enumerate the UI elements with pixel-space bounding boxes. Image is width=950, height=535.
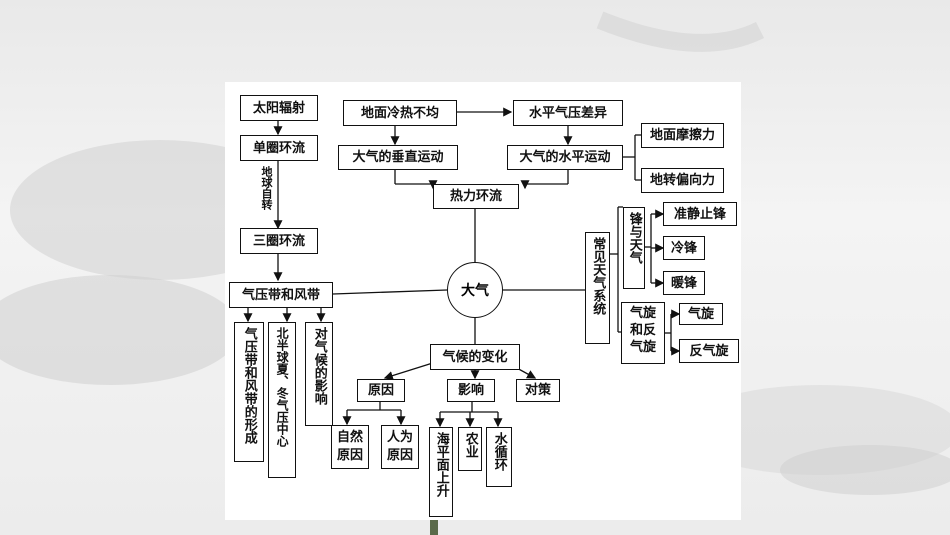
node-pressure-belt-formation: 气压带和风带的形成 bbox=[234, 322, 264, 462]
node-ground-friction: 地面摩擦力 bbox=[641, 123, 724, 148]
node-single-cell-circulation: 单圈环流 bbox=[240, 135, 318, 161]
node-stationary-front: 准静止锋 bbox=[663, 202, 737, 226]
node-cyclone: 气旋 bbox=[679, 303, 723, 325]
node-pressure-wind-belts: 气压带和风带 bbox=[229, 282, 333, 308]
node-climate-change: 气候的变化 bbox=[430, 344, 520, 370]
node-water-cycle: 水循环 bbox=[486, 427, 512, 487]
node-climate-impact: 对气候的影响 bbox=[305, 322, 333, 426]
node-three-cell-circulation: 三圈环流 bbox=[240, 228, 318, 254]
node-anticyclone: 反气旋 bbox=[679, 339, 739, 363]
node-fronts-and-weather: 锋与天气 bbox=[623, 207, 645, 289]
node-cyclones-anticyclones: 气旋和反气旋 bbox=[621, 302, 665, 364]
node-warm-front: 暖锋 bbox=[663, 271, 705, 295]
node-vertical-motion: 大气的垂直运动 bbox=[338, 145, 458, 170]
node-countermeasures: 对策 bbox=[516, 379, 560, 402]
node-agriculture: 农业 bbox=[458, 427, 482, 471]
node-thermal-circulation: 热力环流 bbox=[433, 184, 519, 209]
node-sea-level-rise: 海平面上升 bbox=[429, 427, 453, 517]
node-coriolis-force: 地转偏向力 bbox=[641, 168, 724, 193]
node-atmosphere: 大气 bbox=[447, 262, 503, 318]
node-nh-pressure-centers: 北半球夏、冬气压中心 bbox=[268, 322, 296, 478]
node-horizontal-pressure-difference: 水平气压差异 bbox=[513, 100, 623, 126]
node-cold-front: 冷锋 bbox=[663, 236, 705, 260]
node-horizontal-motion: 大气的水平运动 bbox=[507, 145, 623, 170]
node-uneven-heating: 地面冷热不均 bbox=[343, 100, 457, 126]
concept-map-panel: 太阳辐射 单圈环流 地球自转 三圈环流 气压带和风带 气压带和风带的形成 北半球… bbox=[225, 82, 741, 520]
node-causes: 原因 bbox=[357, 379, 405, 402]
node-human-causes: 人为原因 bbox=[381, 425, 419, 469]
node-impacts: 影响 bbox=[447, 379, 495, 402]
node-solar-radiation: 太阳辐射 bbox=[240, 95, 318, 121]
node-weather-systems: 常见天气系统 bbox=[585, 232, 610, 344]
node-natural-causes: 自然原因 bbox=[331, 425, 369, 469]
label-earth-rotation: 地球自转 bbox=[260, 166, 273, 210]
